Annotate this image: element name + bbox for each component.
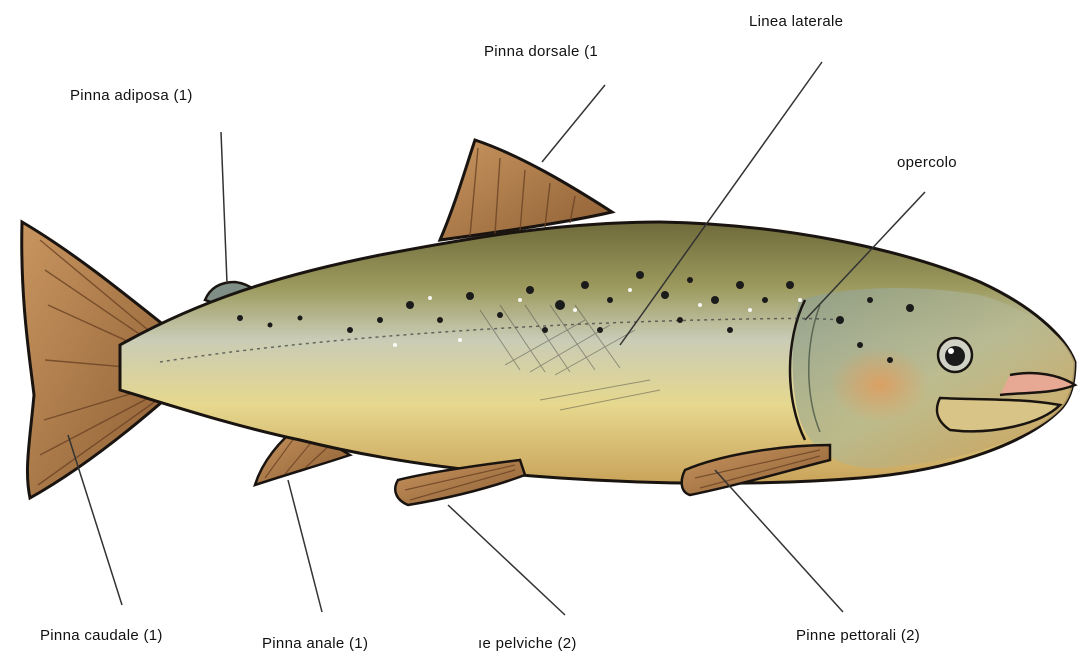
label-linea-laterale: Linea laterale (749, 13, 843, 31)
leader-line-pinna-caudale (68, 435, 122, 605)
label-pinne-pettorali: Pinne pettorali (2) (796, 627, 920, 645)
leader-line-pinna-adiposa (221, 132, 227, 283)
label-pinna-anale: Pinna anale (1) (262, 635, 368, 653)
leader-line-pinna-dorsale (542, 85, 605, 162)
label-pinna-adiposa: Pinna adiposa (1) (70, 87, 193, 105)
leader-line-pinna-anale (288, 480, 322, 612)
label-pinna-dorsale: Pinna dorsale (1 (484, 43, 598, 61)
label-pinna-caudale: Pinna caudale (1) (40, 627, 163, 645)
leader-line-pinne-pettorali (715, 470, 843, 612)
leader-line-pinne-pelviche (448, 505, 565, 615)
label-opercolo: opercolo (897, 154, 957, 172)
label-pinne-pelviche: ıe pelviche (2) (478, 635, 577, 653)
